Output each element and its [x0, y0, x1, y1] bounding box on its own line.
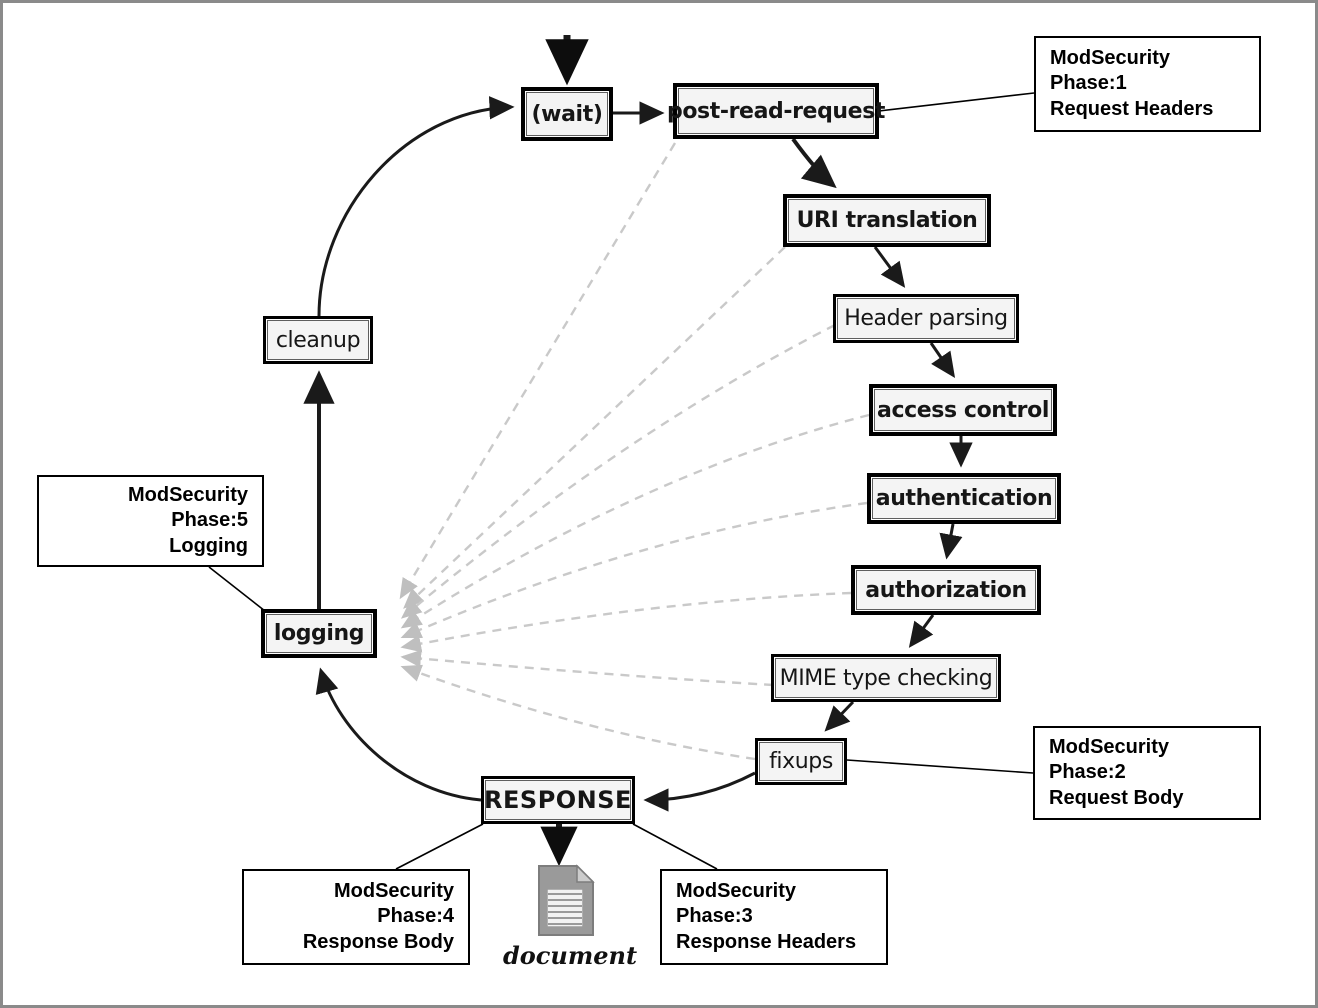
note-phase-3-line-2: Response Headers	[676, 930, 857, 953]
note-phase-1-line-2: Request Headers	[1050, 97, 1214, 120]
edge-authorization-to-mime-type-checking	[908, 614, 935, 648]
leader-line-phase-1	[878, 92, 1035, 112]
node-fixups[interactable]: fixups	[755, 738, 847, 785]
node-authentication[interactable]: authentication	[867, 473, 1061, 524]
node-response[interactable]: RESPONSE	[481, 776, 635, 824]
edge-post-read-request-to-uri-translation	[791, 137, 837, 189]
edge-mime-type-checking-to-fixups	[824, 700, 855, 732]
note-phase-5-line-1: ModSecurity Phase:5	[127, 483, 248, 532]
dashed-edge-post-read-request-to-logging	[399, 142, 677, 600]
note-phase-2[interactable]: ModSecurity Phase:2 Request Body	[1033, 726, 1261, 820]
note-phase-4-line-2: Response Body	[302, 930, 454, 953]
edge-cleanup-to-wait	[317, 96, 515, 317]
edge-uri-translation-to-header-parsing	[873, 246, 906, 288]
node-authorization[interactable]: authorization	[851, 565, 1041, 615]
node-cleanup[interactable]: cleanup	[263, 316, 373, 364]
dashed-edge-authorization-to-logging	[400, 591, 852, 653]
node-uri-translation[interactable]: URI translation	[783, 194, 991, 247]
edge-fixups-to-response	[643, 771, 756, 812]
node-access-control[interactable]: access control	[869, 384, 1057, 436]
leader-line-phase-3	[632, 823, 718, 870]
leader-line-phase-5	[208, 566, 266, 612]
note-phase-3[interactable]: ModSecurity Phase:3 Response Headers	[660, 869, 888, 965]
dashed-edge-authentication-to-logging	[400, 501, 868, 639]
dashed-edge-header-parsing-to-logging	[400, 323, 836, 619]
note-phase-2-line-1: ModSecurity Phase:2	[1049, 735, 1170, 784]
leader-line-phase-4	[395, 823, 484, 870]
leader-line-phase-2	[846, 759, 1034, 774]
node-mime-type-checking[interactable]: MIME type checking	[771, 654, 1001, 702]
note-phase-4-line-1: ModSecurity Phase:4	[333, 879, 454, 928]
note-phase-2-line-2: Request Body	[1049, 786, 1184, 809]
flow-solid-edges	[303, 35, 973, 867]
document-label: document	[503, 941, 638, 970]
note-phase-3-line-1: ModSecurity Phase:3	[676, 879, 797, 928]
note-phase-5-line-2: Logging	[169, 534, 248, 557]
document-icon	[531, 863, 601, 946]
dashed-edge-mime-type-checking-to-logging	[400, 649, 774, 687]
note-phase-1-line-1: ModSecurity Phase:1	[1050, 46, 1171, 95]
note-phase-4[interactable]: ModSecurity Phase:4 Response Body	[242, 869, 470, 965]
note-phase-5[interactable]: ModSecurity Phase:5 Logging	[37, 475, 264, 567]
node-post-read-request[interactable]: post-read-request	[667, 83, 885, 139]
dashed-edge-uri-translation-to-logging	[403, 246, 786, 609]
note-phase-1[interactable]: ModSecurity Phase:1 Request Headers	[1034, 36, 1261, 132]
dashed-edge-fixups-to-logging	[400, 664, 756, 761]
edge-response-to-logging	[315, 667, 482, 802]
node-logging[interactable]: logging	[261, 609, 377, 658]
node-header-parsing[interactable]: Header parsing	[833, 294, 1019, 343]
node-wait[interactable]: (wait)	[521, 87, 613, 141]
edge-authentication-to-authorization	[939, 523, 963, 560]
dashed-edge-access-control-to-logging	[400, 413, 870, 629]
edge-header-parsing-to-access-control	[929, 342, 956, 378]
